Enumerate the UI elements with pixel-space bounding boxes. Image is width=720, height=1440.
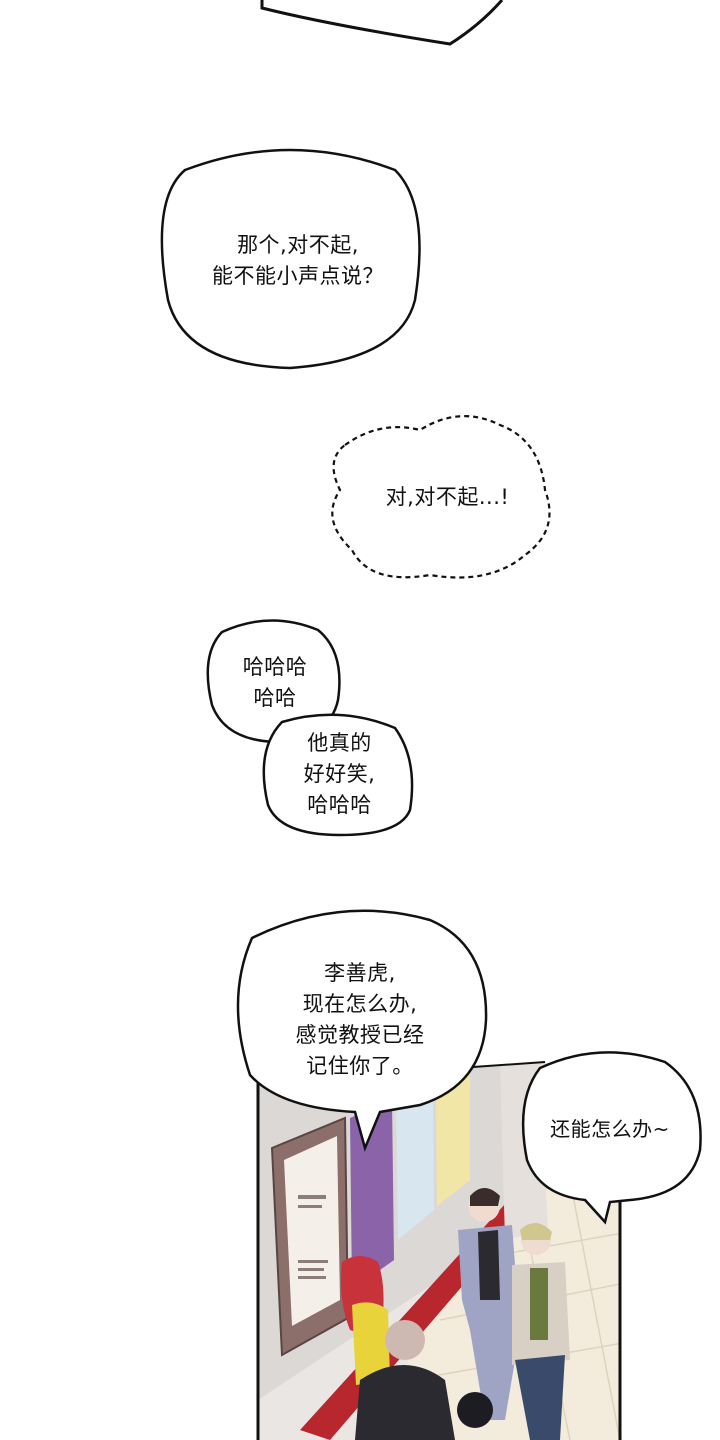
speech-bubble-6 [521,1051,702,1225]
speech-bubble-5 [236,909,488,1152]
bubble-2-text: 对,对不起...! [385,485,510,509]
bubble-3-text: 哈哈哈 哈哈 [242,655,308,710]
bubble-5-text: 李善虎, 现在怎么办, 感觉教授已经 记住你了。 [295,961,425,1078]
top-bubble-edge [260,0,504,46]
whisper-bubble-2 [331,415,551,579]
bubble-1-text: 那个,对不起, 能不能小声点说？ [212,233,384,288]
speech-bubble-1 [160,148,421,370]
bubble-4-text: 他真的 好好笑, 哈哈哈 [303,731,376,817]
bubble-6-text: 还能怎么办~ [550,1117,670,1141]
speech-bubble-4 [262,713,414,837]
